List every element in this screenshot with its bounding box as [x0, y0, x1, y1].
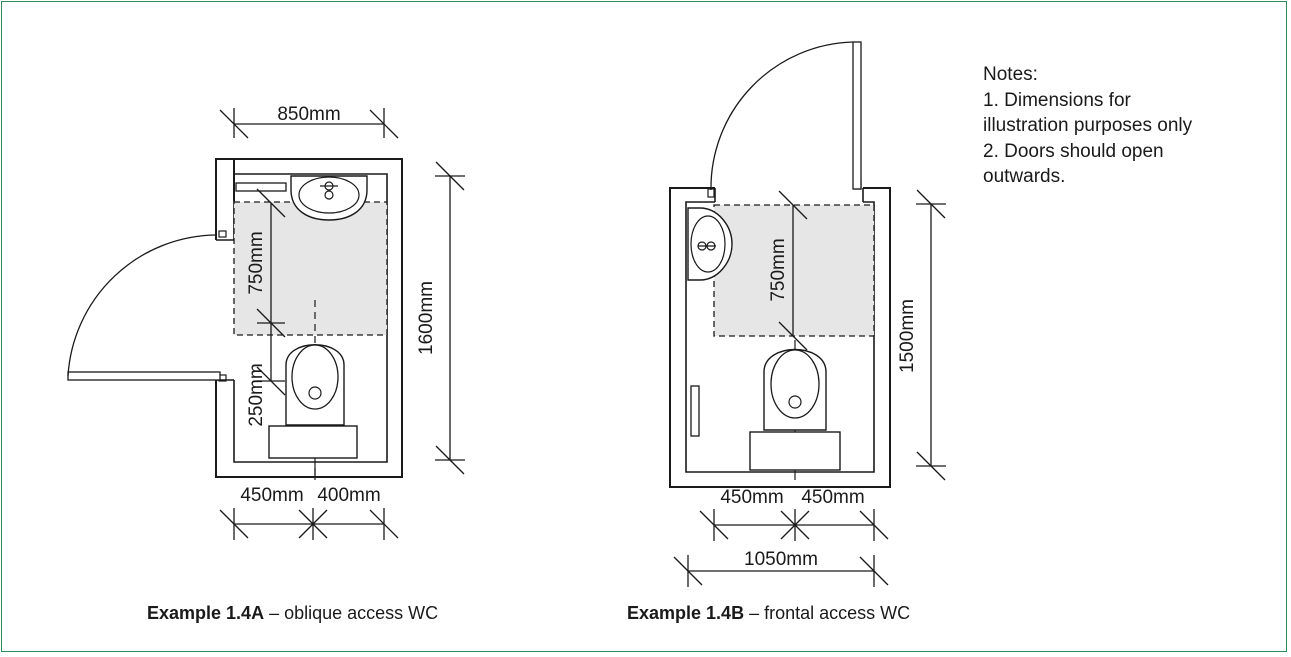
caption-1-4a-bold: Example 1.4A [147, 603, 265, 623]
dim-850: 850mm [277, 104, 340, 125]
wc-pan [268, 300, 358, 480]
dim-1500: 1500mm [897, 299, 918, 373]
activity-zone [233, 201, 388, 336]
dim-1050: 1050mm [744, 549, 818, 570]
dim-250: 250mm [246, 363, 267, 426]
dim-450-b-left: 450mm [720, 487, 783, 508]
door-leaf-b [852, 41, 862, 190]
activity-zone-b [713, 204, 875, 337]
grab-rail-b [690, 385, 700, 437]
door-swing [67, 234, 218, 377]
dim-450-b-right: 450mm [801, 487, 864, 508]
caption-1-4a-text: – oblique access WC [264, 603, 439, 623]
dim-750-a: 750mm [246, 231, 267, 294]
notes-line: outwards. [983, 166, 1066, 187]
door-swing-b [710, 41, 854, 191]
caption-1-4b: Example 1.4B – frontal access WC [627, 603, 910, 624]
caption-1-4a: Example 1.4A – oblique access WC [147, 603, 438, 624]
plan-1-4b: 750mm 1500mm 450mm 450mm 1050mm [669, 41, 946, 587]
wc-pan-b [749, 340, 841, 480]
notes-block: Notes: 1. Dimensions for illustration pu… [983, 62, 1283, 190]
dim-450-a: 450mm [240, 485, 303, 506]
notes-line: 2. Doors should open [983, 140, 1164, 162]
door-leaf [67, 371, 221, 381]
washbasin-b [687, 207, 733, 281]
grab-rail [235, 182, 287, 192]
plan-1-4a: 850mm 750mm 250mm 1600mm 450mm 400mm [67, 104, 465, 540]
notes-line: illustration purposes only [983, 115, 1193, 136]
washbasin [290, 175, 368, 221]
dim-1600: 1600mm [416, 281, 437, 355]
dim-400-a: 400mm [317, 485, 380, 506]
caption-1-4b-bold: Example 1.4B [627, 603, 745, 623]
dim-750-b: 750mm [768, 238, 789, 301]
notes-heading: Notes: [983, 64, 1038, 85]
caption-1-4b-text: – frontal access WC [744, 603, 911, 623]
notes-line: 1. Dimensions for [983, 89, 1131, 111]
